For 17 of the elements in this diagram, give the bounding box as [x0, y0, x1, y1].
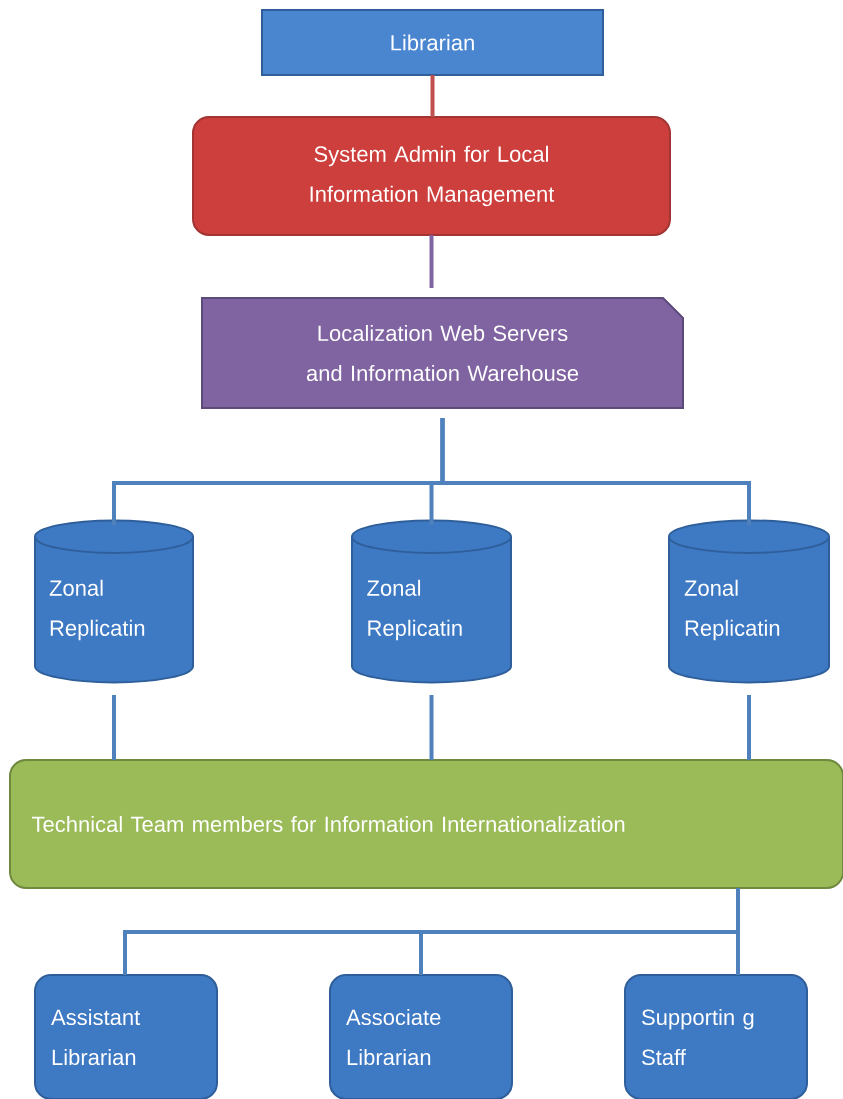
connector-line: [112, 695, 116, 760]
process-box: Technical Team members for Information Internationalization: [9, 759, 843, 889]
connector-line: [430, 75, 435, 117]
process-box: System Admin for Local Information Management: [192, 116, 671, 236]
connector-line: [440, 418, 751, 525]
server-box: Localization Web Servers and Information Warehouse: [201, 297, 684, 409]
connector-line: [429, 695, 434, 760]
connector-line: [736, 888, 740, 975]
process-box: Associate Librarian: [329, 974, 513, 1099]
database-cylinder: Zonal Replicatin: [351, 519, 512, 684]
connector-line: [747, 695, 751, 760]
database-cylinder: Zonal Replicatin: [668, 519, 830, 684]
database-cylinder: Zonal Replicatin: [34, 519, 194, 684]
title-box: Librarian: [261, 9, 604, 76]
connector-line: [429, 235, 434, 288]
process-box: Assistant Librarian: [34, 974, 218, 1099]
process-box: Supportin g Staff: [624, 974, 808, 1099]
